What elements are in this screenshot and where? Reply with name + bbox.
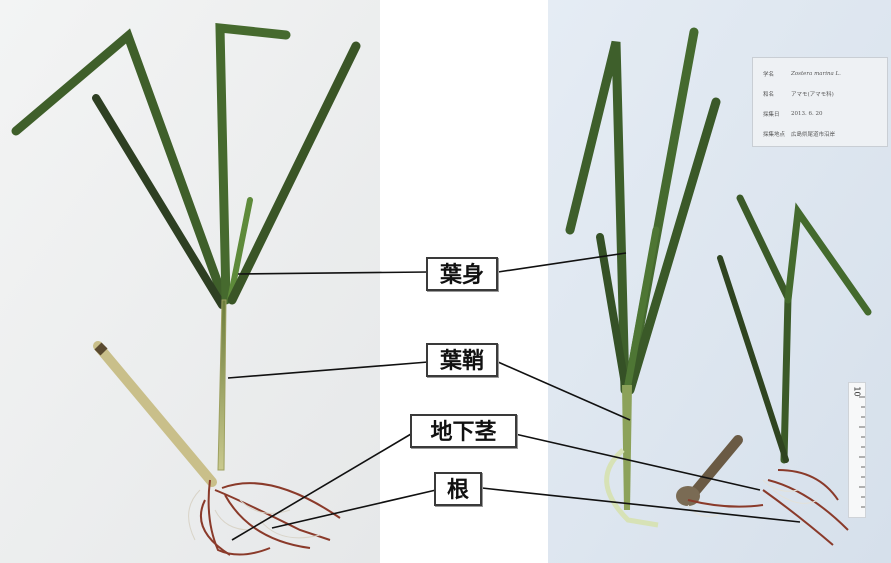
card-value: 2013. 6. 20 (791, 111, 881, 117)
leaf-sheath-label: 葉鞘 (426, 343, 498, 377)
card-key: 和名 (763, 90, 791, 98)
card-key: 採集日 (763, 110, 791, 118)
card-key: 学名 (763, 70, 791, 78)
scale-ruler: 10 (848, 382, 866, 518)
card-row-collection-date: 採集日 2013. 6. 20 (763, 104, 881, 124)
left-specimen-photo (0, 0, 380, 563)
specimen-label-card: 学名 Zostera marina L. 和名 アマモ(アマモ科) 採集日 20… (752, 57, 888, 147)
card-value: アマモ(アマモ科) (791, 90, 881, 98)
card-key: 採集地点 (763, 130, 791, 138)
card-row-japanese-name: 和名 アマモ(アマモ科) (763, 84, 881, 104)
card-row-scientific-name: 学名 Zostera marina L. (763, 64, 881, 84)
root-label: 根 (434, 472, 482, 506)
card-row-collection-site: 採集地点 広島県尾道市沿岸 (763, 124, 881, 144)
card-value: 広島県尾道市沿岸 (791, 130, 881, 138)
card-value: Zostera marina L. (791, 71, 881, 77)
rhizome-label: 地下茎 (410, 414, 517, 448)
leaf-blade-label: 葉身 (426, 257, 498, 291)
